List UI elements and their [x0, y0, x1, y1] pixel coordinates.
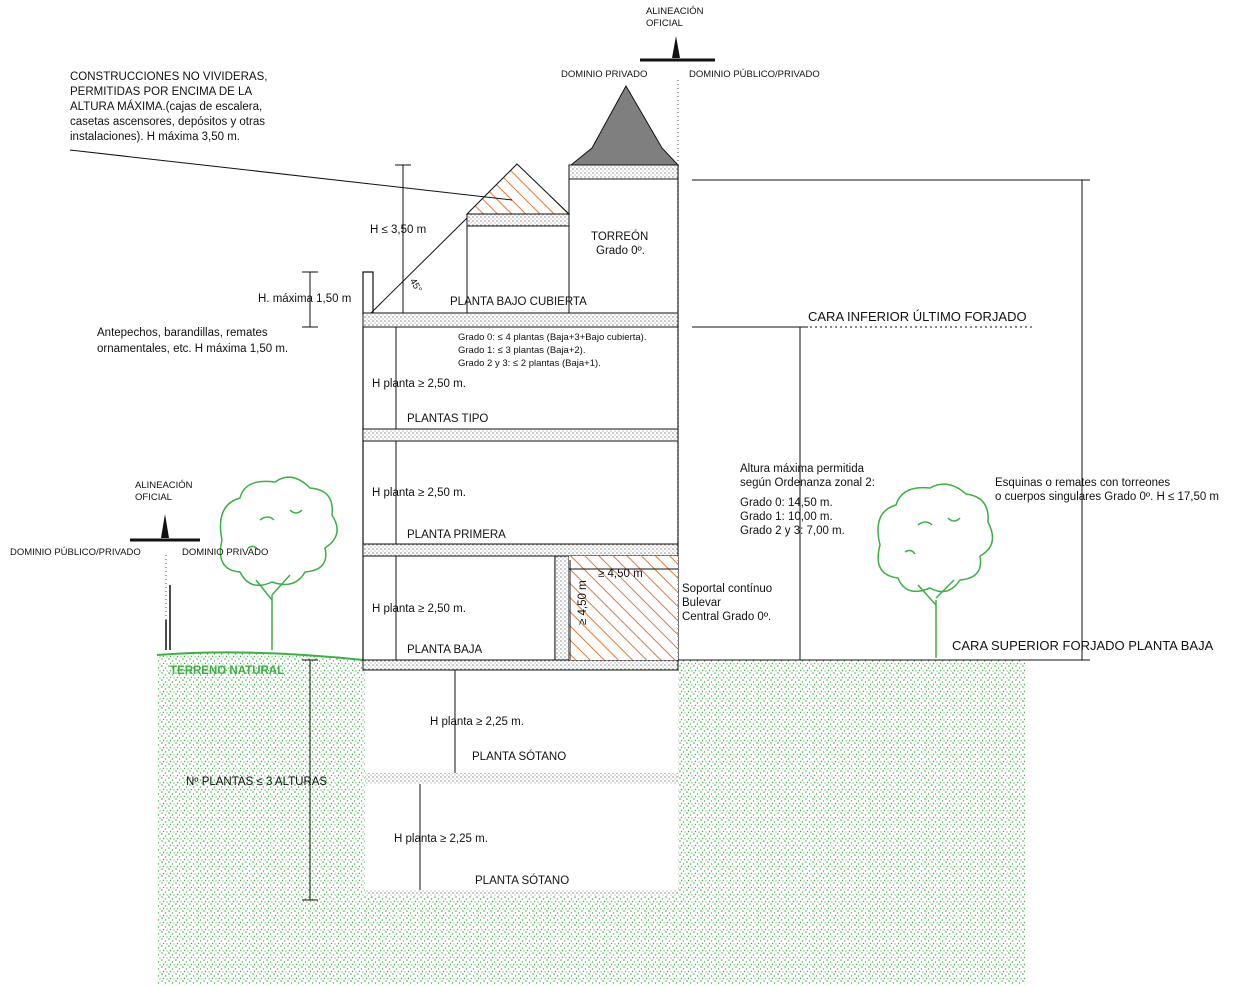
construcciones-line-1: CONSTRUCCIONES NO VIVIDERAS,: [70, 71, 267, 83]
floor-primera: PLANTA PRIMERA: [407, 529, 506, 541]
floor-sotano-2: PLANTA SÓTANO: [475, 874, 569, 887]
fence-post: [165, 585, 171, 650]
antepechos-line-2: ornamentales, etc. H máxima 1,50 m.: [97, 343, 288, 355]
h-sotano-2: H planta ≥ 2,25 m.: [394, 833, 488, 845]
altura-line-2: según Ordenanza zonal 2:: [740, 477, 875, 489]
torreon-label: TORREÓN: [591, 230, 648, 243]
construcciones-line-4: casetas ascensores, depósitos y otras: [70, 116, 265, 128]
tree-right: [877, 483, 994, 658]
stair-box: [465, 163, 571, 313]
alignment-left-right: DOMINIO PRIVADO: [182, 547, 268, 558]
alignment-left-title-2: OFICIAL: [135, 492, 172, 503]
antepechos-note: Antepechos, barandillas, remates ornamen…: [97, 327, 288, 355]
construcciones-note: CONSTRUCCIONES NO VIVIDERAS, PERMITIDAS …: [70, 71, 267, 143]
grado-2-3: Grado 2 y 3: ≤ 2 plantas (Baja+1).: [458, 358, 601, 369]
n-plantas-label: Nº PLANTAS ≤ 3 ALTURAS: [186, 776, 327, 788]
alignment-left-labels: ALINEACIÓN OFICIAL DOMINIO PÚBLICO/PRIVA…: [10, 480, 268, 558]
leader-lines: [69, 149, 513, 314]
esquinas-line-2: o cuerpos singulares Grado 0º. H ≤ 17,50…: [995, 491, 1219, 503]
construcciones-line-2: PERMITIDAS POR ENCIMA DE LA: [70, 86, 252, 98]
esquinas-note: Esquinas o remates con torreones o cuerp…: [995, 477, 1219, 503]
alignment-top-labels: ALINEACIÓN OFICIAL DOMINIO PRIVADO DOMIN…: [561, 6, 820, 80]
h-le-3-50-label: H ≤ 3,50 m: [370, 224, 426, 236]
altura-line-1: Altura máxima permitida: [740, 463, 865, 475]
alignment-symbol-top: [640, 36, 715, 62]
tree-left: [219, 476, 338, 650]
ground-fill: [157, 652, 1025, 985]
altura-line-3: Grado 0: 14,50 m.: [740, 497, 833, 509]
altura-line-4: Grado 1: 10,00 m.: [740, 511, 833, 523]
cara-inferior-label: CARA INFERIOR ÚLTIMO FORJADO: [808, 309, 1027, 324]
grados-note: Grado 0: ≤ 4 plantas (Baja+3+Bajo cubier…: [458, 332, 646, 369]
torreon-grade: Grado 0º.: [596, 245, 645, 257]
altura-maxima-note: Altura máxima permitida según Ordenanza …: [740, 463, 875, 537]
alignment-top-right: DOMINIO PÚBLICO/PRIVADO: [689, 69, 820, 80]
cara-superior-label: CARA SUPERIOR FORJADO PLANTA BAJA: [952, 638, 1214, 653]
h-sotano-1: H planta ≥ 2,25 m.: [430, 716, 524, 728]
floor-bajo-cubierta: PLANTA BAJO CUBIERTA: [450, 296, 587, 308]
alignment-top-left: DOMINIO PRIVADO: [561, 69, 647, 80]
torreon: [568, 84, 680, 313]
soportal-width: ≥ 4,50 m: [598, 568, 643, 580]
soportal-line-2: Bulevar: [682, 597, 721, 609]
h-maxima-1-50-label: H. máxima 1,50 m: [258, 293, 351, 305]
grado-1: Grado 1: ≤ 3 plantas (Baja+2).: [458, 345, 585, 356]
soportal-height: ≥ 4,50 m: [577, 580, 589, 625]
floor-baja: PLANTA BAJA: [407, 644, 483, 656]
h-tipo-2: H planta ≥ 2,50 m.: [372, 487, 466, 499]
floor-tipo: PLANTAS TIPO: [407, 413, 488, 425]
h-tipo-1: H planta ≥ 2,50 m.: [372, 378, 466, 390]
h-baja: H planta ≥ 2,50 m.: [372, 603, 466, 615]
basement-slab-mid: [365, 773, 678, 784]
dimension-lines: [302, 164, 1090, 901]
angle-label: 45°: [407, 277, 424, 295]
soportal-line-3: Central Grado 0º.: [682, 611, 771, 623]
grado-0: Grado 0: ≤ 4 plantas (Baja+3+Bajo cubier…: [458, 332, 646, 343]
alignment-top-title-1: ALINEACIÓN: [646, 6, 704, 17]
construcciones-line-3: ALTURA MÁXIMA.(cajas de escalera,: [70, 100, 262, 113]
esquinas-line-1: Esquinas o remates con torreones: [995, 477, 1170, 489]
terreno-natural-label: TERRENO NATURAL: [170, 665, 284, 677]
floor-sotano-1: PLANTA SÓTANO: [472, 750, 566, 763]
floor-slabs: [362, 312, 679, 671]
alignment-symbol-left: [130, 514, 200, 542]
ground-line: [156, 651, 364, 661]
soportal-line-1: Soportal contínuo: [682, 583, 772, 595]
antepechos-line-1: Antepechos, barandillas, remates: [97, 327, 268, 339]
alignment-top-title-2: OFICIAL: [646, 18, 683, 29]
soportal-note: Soportal contínuo Bulevar Central Grado …: [682, 583, 772, 623]
construcciones-line-5: instalaciones). H máxima 3,50 m.: [70, 131, 240, 143]
alignment-left-title-1: ALINEACIÓN: [135, 480, 193, 491]
alignment-left-left: DOMINIO PÚBLICO/PRIVADO: [10, 547, 141, 558]
basement-floor: [365, 890, 678, 896]
altura-line-5: Grado 2 y 3: 7,00 m.: [740, 525, 845, 537]
soportal-hatch: [569, 556, 678, 660]
soportal-column: [554, 555, 570, 661]
